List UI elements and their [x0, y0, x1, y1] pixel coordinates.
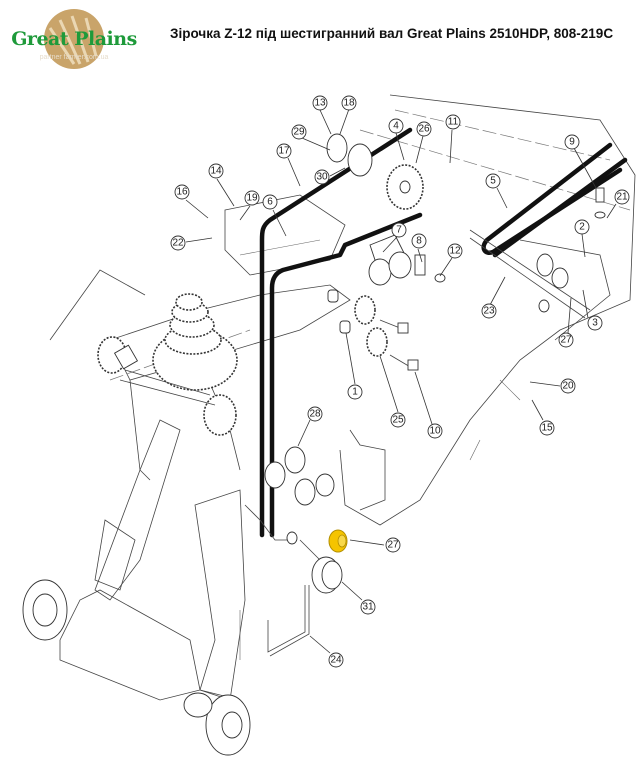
callout-16[interactable]: 16 [174, 184, 190, 200]
svg-text:11: 11 [448, 117, 459, 128]
svg-text:21: 21 [616, 192, 628, 203]
adjuster-rod [239, 585, 310, 660]
callout-25[interactable]: 25 [390, 412, 406, 428]
logo-emblem-icon [44, 9, 104, 69]
callout-28[interactable]: 28 [307, 406, 323, 422]
svg-text:3: 3 [592, 318, 598, 329]
parts-diagram: 13 18 4 26 11 29 17 30 14 16 19 6 22 7 8… [0, 78, 640, 768]
logo-brand-text: Great Plains [11, 28, 137, 50]
svg-text:19: 19 [246, 193, 258, 204]
page-header: Great Plains partner farmer.com.ua Зіроч… [0, 0, 640, 78]
logo-watermark: partner farmer.com.ua [39, 54, 109, 61]
callout-7[interactable]: 7 [391, 222, 407, 238]
svg-text:16: 16 [176, 187, 188, 198]
svg-text:27: 27 [560, 335, 572, 346]
svg-text:30: 30 [316, 172, 328, 183]
callout-14[interactable]: 14 [208, 163, 224, 179]
callout-19[interactable]: 19 [244, 190, 260, 206]
lower-sprockets [327, 289, 419, 371]
callout-24[interactable]: 24 [328, 652, 344, 668]
callout-27-upper[interactable]: 27 [558, 332, 574, 348]
svg-text:24: 24 [330, 655, 342, 666]
svg-text:10: 10 [429, 426, 441, 437]
cover-cap [311, 556, 343, 594]
svg-text:12: 12 [449, 246, 461, 257]
svg-text:2: 2 [579, 222, 585, 233]
callout-26[interactable]: 26 [416, 121, 432, 137]
svg-text:26: 26 [418, 124, 430, 135]
drive-chain [259, 127, 628, 538]
callout-8[interactable]: 8 [411, 233, 427, 249]
svg-text:4: 4 [393, 121, 399, 132]
svg-text:1: 1 [352, 387, 358, 398]
svg-text:9: 9 [569, 137, 575, 148]
callout-13[interactable]: 13 [312, 95, 328, 111]
svg-text:25: 25 [392, 415, 404, 426]
callout-10[interactable]: 10 [427, 423, 443, 439]
sprocket-upper [326, 133, 424, 210]
callout-18[interactable]: 18 [341, 95, 357, 111]
frame-panel [339, 94, 636, 526]
svg-text:6: 6 [267, 197, 273, 208]
sprocket-cluster [97, 293, 238, 436]
svg-text:23: 23 [483, 306, 495, 317]
svg-text:13: 13 [314, 98, 326, 109]
callout-11[interactable]: 11 [445, 114, 461, 130]
leader-lines [185, 108, 617, 654]
callout-27-highlighted[interactable]: 27 [385, 537, 401, 553]
roller-assembly [244, 446, 335, 561]
callout-23[interactable]: 23 [481, 303, 497, 319]
callout-30[interactable]: 30 [314, 169, 330, 185]
callout-17[interactable]: 17 [276, 143, 292, 159]
svg-text:20: 20 [562, 381, 574, 392]
callout-31[interactable]: 31 [360, 599, 376, 615]
callout-22[interactable]: 22 [170, 235, 186, 251]
svg-text:14: 14 [210, 166, 222, 177]
page-title: Зірочка Z-12 під шестигранний вал Great … [170, 26, 614, 41]
great-plains-logo[interactable]: Great Plains partner farmer.com.ua [4, 8, 144, 70]
svg-text:31: 31 [362, 602, 374, 613]
callout-15[interactable]: 15 [539, 420, 555, 436]
callout-20[interactable]: 20 [560, 378, 576, 394]
callout-29[interactable]: 29 [291, 124, 307, 140]
callout-5[interactable]: 5 [485, 173, 501, 189]
svg-text:28: 28 [309, 409, 321, 420]
callout-6[interactable]: 6 [262, 194, 278, 210]
callout-12[interactable]: 12 [447, 243, 463, 259]
callout-21[interactable]: 21 [614, 189, 630, 205]
highlighted-sprocket-27[interactable] [328, 529, 348, 553]
bracket-plate [224, 194, 346, 276]
svg-text:27: 27 [387, 540, 399, 551]
callout-4[interactable]: 4 [388, 118, 404, 134]
svg-text:8: 8 [416, 236, 422, 247]
right-shaft-assembly [469, 187, 611, 341]
callout-2[interactable]: 2 [574, 219, 590, 235]
callout-3[interactable]: 3 [587, 315, 603, 331]
svg-text:7: 7 [396, 225, 402, 236]
callout-9[interactable]: 9 [564, 134, 580, 150]
exploded-view-drawing: 13 18 4 26 11 29 17 30 14 16 19 6 22 7 8… [22, 94, 636, 756]
svg-text:17: 17 [278, 146, 290, 157]
svg-text:15: 15 [541, 423, 553, 434]
callout-1[interactable]: 1 [347, 384, 363, 400]
svg-text:29: 29 [293, 127, 305, 138]
svg-text:22: 22 [172, 238, 184, 249]
svg-text:5: 5 [490, 176, 496, 187]
gauge-wheel-arm [22, 419, 251, 756]
idler-assembly [368, 234, 446, 286]
svg-text:18: 18 [343, 98, 355, 109]
